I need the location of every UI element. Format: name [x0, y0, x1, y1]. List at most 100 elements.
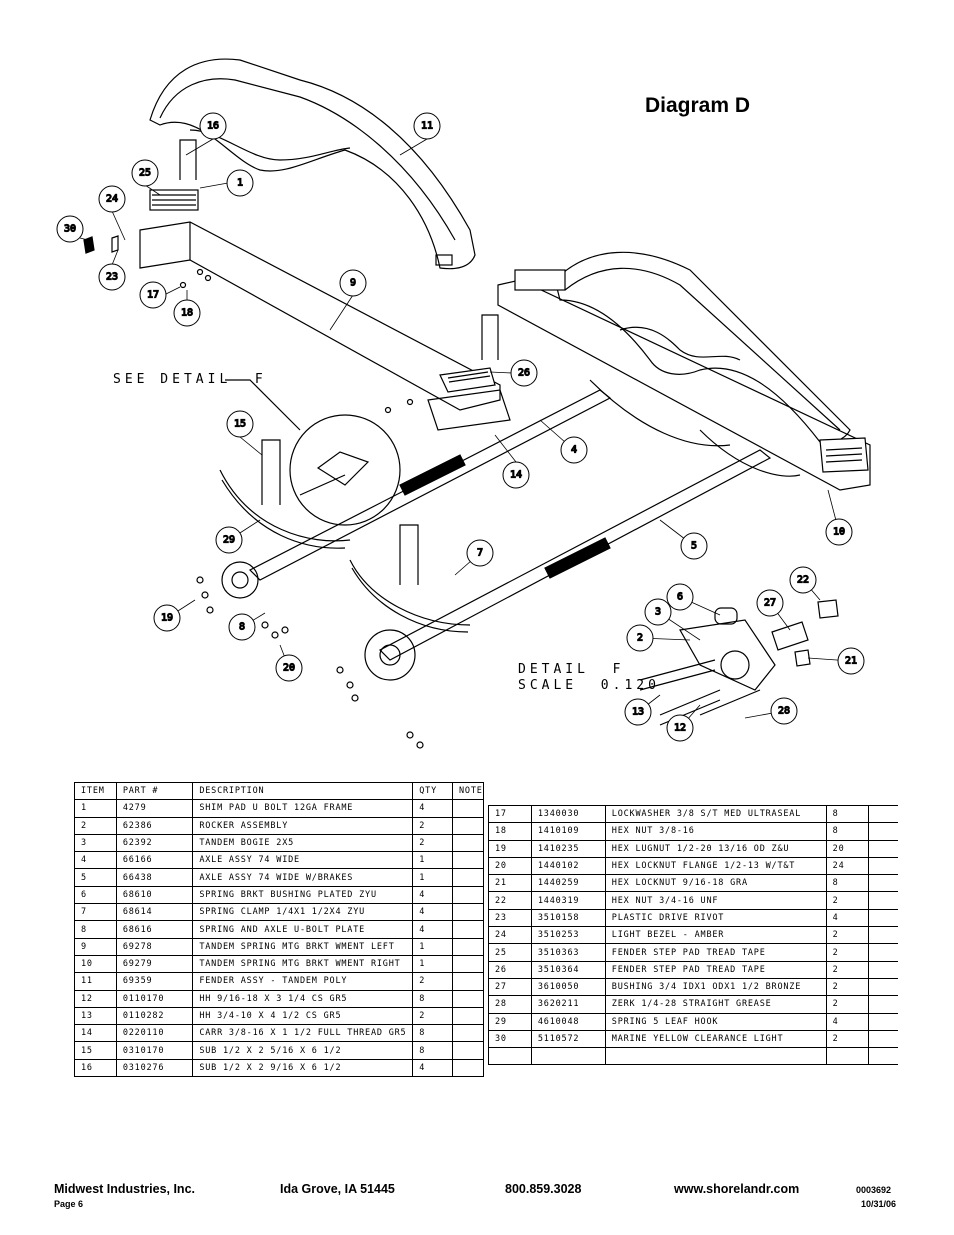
svg-text:23: 23 — [106, 272, 118, 283]
cell-part: 1440259 — [530, 874, 606, 893]
cell-note — [451, 885, 485, 905]
cell-item: 3 — [74, 833, 117, 853]
cell-item: 28 — [488, 995, 532, 1014]
header-qty: QTY — [412, 781, 453, 801]
cell-qty: 8 — [412, 1041, 453, 1060]
cell-qty: 4 — [412, 1058, 453, 1078]
svg-text:10: 10 — [833, 527, 845, 538]
cell-note — [867, 977, 898, 997]
cell-description: SUB 1/2 X 2 9/16 X 6 1/2 — [192, 1058, 414, 1078]
footer-web: www.shorelandr.com — [674, 1182, 800, 1196]
cell-item: 13 — [74, 1006, 117, 1026]
cell-description: ZERK 1/4-28 STRAIGHT GREASE — [604, 995, 827, 1014]
u-bolts — [179, 139, 499, 585]
cell-qty — [825, 1047, 869, 1066]
svg-text:24: 24 — [106, 194, 118, 205]
cell-note — [451, 937, 485, 956]
callout-5: 5 — [680, 532, 708, 560]
cell-qty: 2 — [825, 926, 869, 945]
svg-text:25: 25 — [139, 168, 151, 179]
cell-item: 14 — [74, 1024, 117, 1043]
cell-note — [867, 1029, 898, 1049]
cell-description: MARINE YELLOW CLEARANCE LIGHT — [604, 1029, 827, 1049]
cell-qty: 1 — [412, 868, 453, 887]
cell-part: 66438 — [115, 868, 194, 887]
cell-qty: 1 — [412, 851, 453, 870]
cell-note — [867, 839, 898, 858]
svg-text:13: 13 — [632, 707, 644, 718]
cell-description: HEX LOCKNUT FLANGE 1/2-13 W/T&T — [604, 856, 827, 876]
callout-28: 28 — [770, 697, 798, 725]
cell-description: FENDER STEP PAD TREAD TAPE — [604, 943, 827, 962]
cell-item: 27 — [488, 977, 532, 997]
cell-item: 29 — [488, 1012, 532, 1031]
cell-item: 20 — [488, 856, 532, 876]
cell-part: 5110572 — [530, 1029, 606, 1049]
detail-f-scale: SCALE 0.120 — [518, 678, 660, 693]
cell-part: 66166 — [115, 851, 194, 870]
cell-part: 3610050 — [530, 977, 606, 997]
cell-description: SPRING 5 LEAF HOOK — [604, 1012, 827, 1031]
svg-text:21: 21 — [845, 656, 857, 667]
cell-part: 0110282 — [115, 1006, 194, 1026]
svg-text:4: 4 — [571, 445, 577, 456]
cell-part: 62392 — [115, 833, 194, 853]
cell-note — [867, 856, 898, 876]
cell-description: LOCKWASHER 3/8 S/T MED ULTRASEAL — [604, 804, 827, 824]
cell-description — [604, 1047, 827, 1066]
callout-17: 17 — [139, 281, 167, 309]
cell-part: 1410235 — [530, 839, 606, 858]
callout-4: 4 — [560, 436, 588, 464]
callout-29: 29 — [215, 526, 243, 554]
detail-f-parts — [639, 599, 839, 726]
cell-note — [867, 926, 898, 945]
cell-part: 0310276 — [115, 1058, 194, 1078]
cell-part: 69278 — [115, 937, 194, 956]
cell-note — [451, 972, 485, 991]
cell-item: 18 — [488, 822, 532, 841]
svg-text:20: 20 — [283, 663, 295, 674]
cell-note — [451, 989, 485, 1008]
svg-text:29: 29 — [223, 535, 235, 546]
cell-note — [451, 868, 485, 887]
svg-text:14: 14 — [510, 470, 522, 481]
cell-description: AXLE ASSY 74 WIDE — [192, 851, 414, 870]
cell-part: 1410109 — [530, 822, 606, 841]
cell-qty: 2 — [825, 1029, 869, 1049]
clearance-light — [83, 235, 119, 254]
left-frame-rail — [139, 189, 511, 431]
cell-description: HEX LOCKNUT 9/16-18 GRA — [604, 874, 827, 893]
svg-text:18: 18 — [181, 308, 193, 319]
callout-9: 9 — [339, 269, 367, 297]
footer-company: Midwest Industries, Inc. — [54, 1182, 195, 1196]
cell-qty: 8 — [825, 822, 869, 841]
cell-note — [451, 799, 485, 818]
cell-part: 0220110 — [115, 1024, 194, 1043]
callout-16: 16 — [199, 112, 227, 140]
diagram-title: Diagram D — [645, 94, 751, 117]
cell-part: 0310170 — [115, 1041, 194, 1060]
cell-item: 26 — [488, 960, 532, 979]
cell-note — [451, 833, 485, 853]
footer-city: Ida Grove, IA 51445 — [280, 1182, 395, 1196]
left-fender — [149, 58, 476, 270]
cell-qty: 2 — [412, 972, 453, 991]
cell-item: 23 — [488, 908, 532, 928]
svg-text:2: 2 — [637, 633, 643, 644]
cell-item: 11 — [74, 972, 117, 991]
callout-6: 6 — [666, 583, 694, 611]
